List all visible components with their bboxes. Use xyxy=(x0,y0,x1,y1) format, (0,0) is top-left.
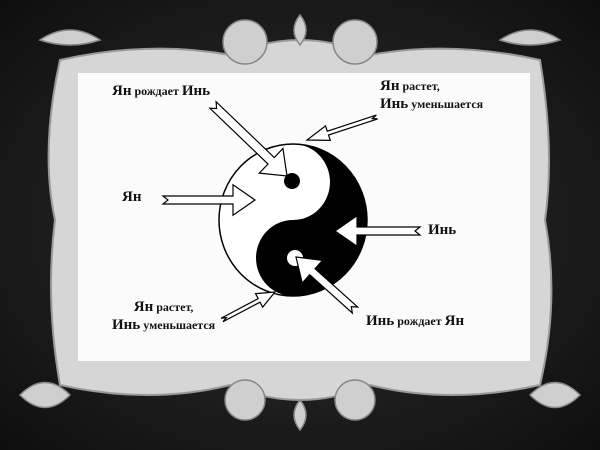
yin-yang-symbol xyxy=(218,143,368,297)
yin-dot xyxy=(284,173,300,189)
arrow-to-yin-dot xyxy=(208,100,288,177)
arrow-yang xyxy=(161,183,257,217)
label-bottom-left-yang-grows: Ян растет, Инь уменьшается xyxy=(112,299,216,333)
label-yang-gives-birth-yin: Ян рождает Инь xyxy=(112,83,211,99)
label-yang: Ян xyxy=(122,189,142,205)
label-yin: Инь xyxy=(428,222,457,238)
label-yin-gives-birth-yang: Инь рождает Ян xyxy=(366,313,465,329)
arrow-top-right xyxy=(305,114,378,141)
label-top-right-yang-grows: Ян растет, Инь уменьшается xyxy=(380,78,484,112)
arrow-yin xyxy=(333,214,422,248)
arrow-to-yang-dot xyxy=(295,256,360,315)
top-ornaments xyxy=(38,13,562,65)
arrow-bottom-left xyxy=(220,291,277,323)
arrows xyxy=(161,100,422,323)
yin-region xyxy=(256,144,367,296)
bottom-ornaments xyxy=(18,379,582,432)
